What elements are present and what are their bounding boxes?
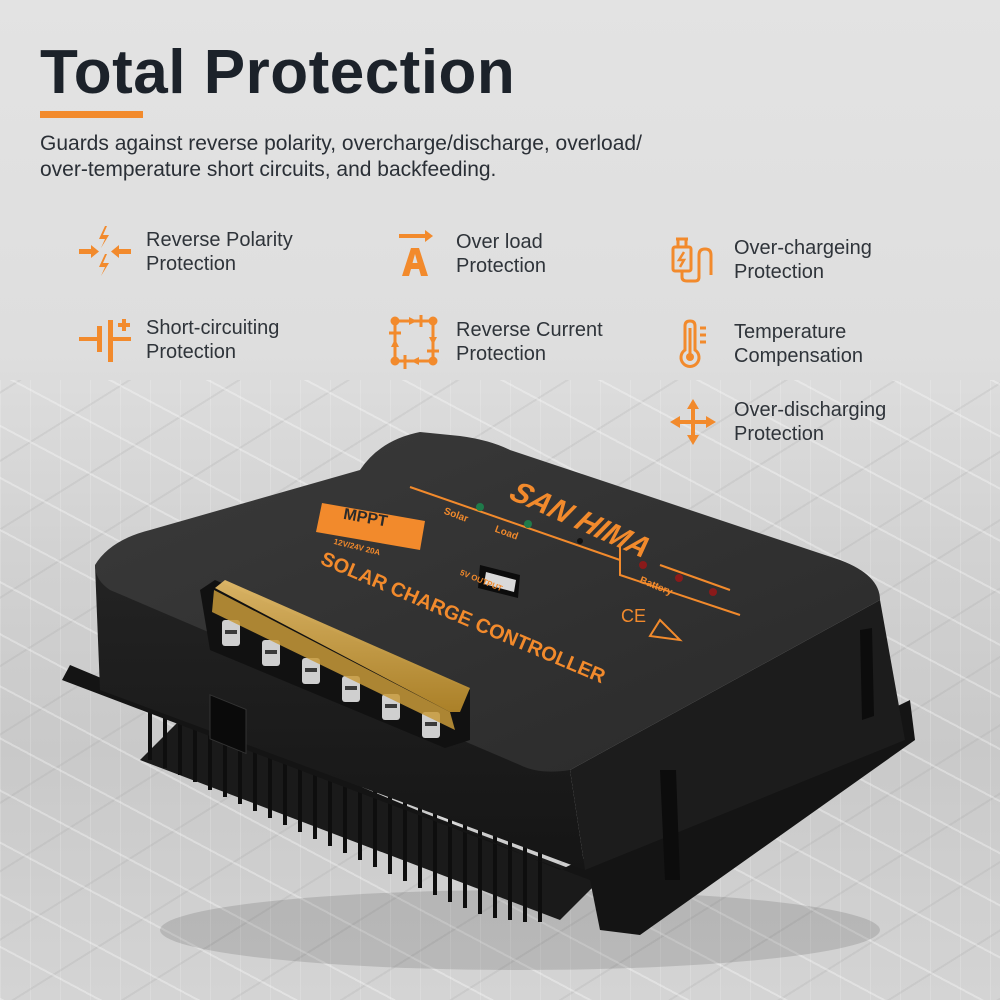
feature-label: Over load Protection (456, 231, 547, 277)
feature-label: Reverse Current Protection (456, 319, 603, 365)
feature-reverse-current: Reverse Current Protection (382, 315, 603, 369)
ce-mark: CE (621, 606, 647, 626)
page-subtitle: Guards against reverse polarity, overcha… (40, 132, 642, 181)
thermometer-icon (660, 318, 726, 370)
feature-overdischarging: Over-discharging Protection (660, 396, 886, 448)
feature-reverse-polarity: Reverse Polarity Protection (72, 226, 293, 278)
feature-label: Over-discharging Protection (734, 399, 887, 445)
page-title: Total Protection (40, 38, 516, 107)
feature-overcharging: Over-chargeing Protection (660, 234, 872, 286)
feature-label: Temperature Compensation (734, 321, 863, 367)
reverse-current-icon (382, 315, 448, 369)
feature-temperature: Temperature Compensation (660, 318, 863, 370)
charger-plug-icon (660, 234, 726, 286)
feature-label: Reverse Polarity Protection (146, 229, 293, 275)
title-accent-bar (40, 111, 143, 118)
overload-icon (382, 228, 448, 280)
feature-label: Over-chargeing Protection (734, 237, 872, 283)
feature-label: Short-circuiting Protection (146, 317, 280, 363)
feature-short-circuit: Short-circuiting Protection (72, 314, 279, 366)
four-way-arrows-icon (660, 396, 726, 448)
feature-overload: Over load Protection (382, 228, 546, 280)
short-circuit-icon (72, 314, 138, 366)
reverse-polarity-icon (72, 226, 138, 278)
